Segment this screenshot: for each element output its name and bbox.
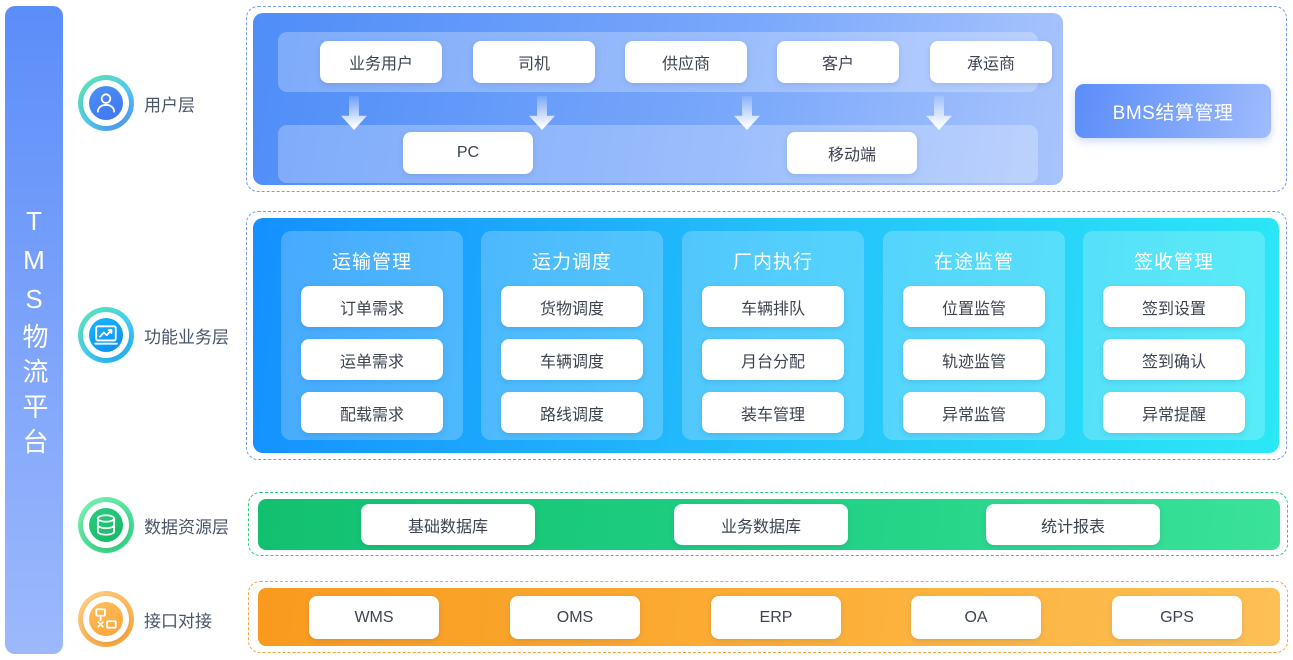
user-layer-outline	[246, 6, 1287, 192]
platform-title: TMS物流平台	[19, 206, 49, 463]
function-item[interactable]: 货物调度	[501, 286, 643, 327]
interface-icon	[78, 591, 134, 647]
data-layer-outline	[248, 492, 1288, 556]
layer-label-function: 功能业务层	[144, 327, 229, 347]
function-item[interactable]: 月台分配	[702, 339, 844, 380]
function-item[interactable]: 订单需求	[301, 286, 443, 327]
function-item[interactable]: 装车管理	[702, 392, 844, 433]
function-layer-panel: 运输管理 订单需求 运单需求 配载需求 运力调度 货物调度 车辆调度 路线调度 …	[253, 218, 1279, 453]
api-item-box[interactable]: ERP	[711, 596, 841, 639]
function-column-capacity: 运力调度 货物调度 车辆调度 路线调度	[481, 231, 663, 440]
api-item-box[interactable]: WMS	[309, 596, 439, 639]
function-item[interactable]: 签到确认	[1103, 339, 1245, 380]
function-item[interactable]: 配载需求	[301, 392, 443, 433]
api-layer-outline	[248, 581, 1288, 653]
user-terminals-row: PC 移动端	[278, 125, 1038, 183]
data-layer-panel: 基础数据库 业务数据库 统计报表	[258, 499, 1280, 550]
column-title: 运力调度	[531, 252, 612, 273]
layer-label-api: 接口对接	[144, 611, 212, 631]
api-item-box[interactable]: GPS	[1112, 596, 1242, 639]
function-item[interactable]: 位置监管	[903, 286, 1045, 327]
function-item[interactable]: 车辆调度	[501, 339, 643, 380]
chart-icon	[78, 307, 134, 363]
function-item[interactable]: 车辆排队	[702, 286, 844, 327]
bms-settlement-box[interactable]: BMS结算管理	[1075, 84, 1271, 138]
layer-label-data: 数据资源层	[144, 517, 229, 537]
layer-tag-user: 用户层	[78, 75, 195, 131]
layer-tag-data: 数据资源层	[78, 497, 229, 553]
data-item-box[interactable]: 基础数据库	[361, 504, 535, 545]
column-title: 厂内执行	[732, 252, 813, 273]
api-item-box[interactable]: OMS	[510, 596, 640, 639]
function-item[interactable]: 异常提醒	[1103, 392, 1245, 433]
terminal-box-pc[interactable]: PC	[403, 132, 533, 174]
function-item[interactable]: 路线调度	[501, 392, 643, 433]
function-item[interactable]: 异常监管	[903, 392, 1045, 433]
function-column-inplant: 厂内执行 车辆排队 月台分配 装车管理	[682, 231, 864, 440]
platform-bar: TMS物流平台	[5, 6, 63, 654]
column-title: 在途监管	[933, 252, 1014, 273]
column-title: 运输管理	[331, 252, 412, 273]
user-layer-panel: 业务用户 司机 供应商 客户 承运商 PC 移动端	[253, 13, 1063, 185]
function-item[interactable]: 轨迹监管	[903, 339, 1045, 380]
function-item[interactable]: 签到设置	[1103, 286, 1245, 327]
layer-tag-api: 接口对接	[78, 591, 212, 647]
function-column-transport: 运输管理 订单需求 运单需求 配载需求	[281, 231, 463, 440]
function-item[interactable]: 运单需求	[301, 339, 443, 380]
user-roles-row: 业务用户 司机 供应商 客户 承运商	[278, 32, 1052, 92]
layer-tag-function: 功能业务层	[78, 307, 229, 363]
function-column-signoff: 签收管理 签到设置 签到确认 异常提醒	[1083, 231, 1265, 440]
data-item-box[interactable]: 统计报表	[986, 504, 1160, 545]
user-role-box[interactable]: 供应商	[625, 41, 747, 83]
user-icon	[78, 75, 134, 131]
terminal-box-mobile[interactable]: 移动端	[787, 132, 917, 174]
user-role-box[interactable]: 客户	[777, 41, 899, 83]
function-layer-outline	[246, 211, 1287, 460]
column-title: 签收管理	[1133, 252, 1214, 273]
user-role-box[interactable]: 承运商	[930, 41, 1052, 83]
api-layer-panel: WMS OMS ERP OA GPS	[258, 588, 1280, 646]
user-role-box[interactable]: 业务用户	[320, 41, 442, 83]
database-icon	[78, 497, 134, 553]
user-role-box[interactable]: 司机	[473, 41, 595, 83]
api-item-box[interactable]: OA	[911, 596, 1041, 639]
function-column-intransit: 在途监管 位置监管 轨迹监管 异常监管	[883, 231, 1065, 440]
data-item-box[interactable]: 业务数据库	[674, 504, 848, 545]
layer-label-user: 用户层	[144, 95, 195, 115]
